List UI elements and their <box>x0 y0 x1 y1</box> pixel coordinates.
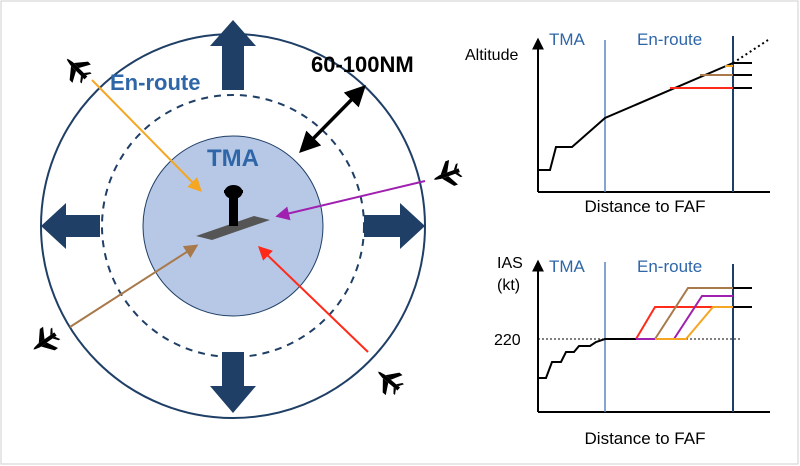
enroute-label: En-route <box>110 70 200 95</box>
ias-orange-branch <box>655 306 733 340</box>
altitude-region-enroute: En-route <box>637 30 702 49</box>
ias-profile <box>538 338 636 379</box>
ias-chart: IAS (kt) 220 TMA En-route Distance to FA… <box>494 255 770 448</box>
plane-icon <box>25 322 64 361</box>
arrow-left-icon <box>41 203 100 249</box>
altitude-ylabel: Altitude <box>465 47 518 64</box>
path-orange <box>91 79 202 192</box>
ias-brown-branch <box>654 287 733 340</box>
tower-icon <box>224 185 243 226</box>
range-arrow <box>299 85 366 153</box>
arrow-up-icon <box>210 20 256 90</box>
plane-icon <box>57 49 96 88</box>
plane-icon <box>429 157 465 192</box>
ias-ylabel-line1: IAS <box>497 255 523 272</box>
ias-purple-branch <box>636 295 733 340</box>
altitude-xlabel: Distance to FAF <box>585 197 706 216</box>
path-purple <box>275 180 426 221</box>
airspace-map: En-route TMA 60-100NM <box>25 20 465 419</box>
arrow-right-icon <box>364 203 425 249</box>
altitude-extension <box>732 39 769 64</box>
path-red <box>257 246 369 353</box>
altitude-profile <box>538 62 734 171</box>
runway-icon <box>196 216 270 240</box>
arrow-down-icon <box>210 352 256 413</box>
path-brown <box>69 244 199 328</box>
ias-red-branch <box>635 306 733 340</box>
ias-region-enroute: En-route <box>637 257 702 276</box>
range-label: 60-100NM <box>311 52 414 77</box>
ias-ref-value-label: 220 <box>494 332 521 349</box>
ias-ylabel-line2: (kt) <box>497 277 520 294</box>
ias-region-tma: TMA <box>549 257 586 276</box>
plane-icon <box>369 361 408 400</box>
altitude-region-tma: TMA <box>549 30 586 49</box>
ias-xlabel: Distance to FAF <box>585 429 706 448</box>
altitude-chart: Altitude TMA En-route Distance to FAF <box>465 30 770 216</box>
arrow-icon <box>41 20 425 413</box>
tma-label: TMA <box>207 145 259 172</box>
